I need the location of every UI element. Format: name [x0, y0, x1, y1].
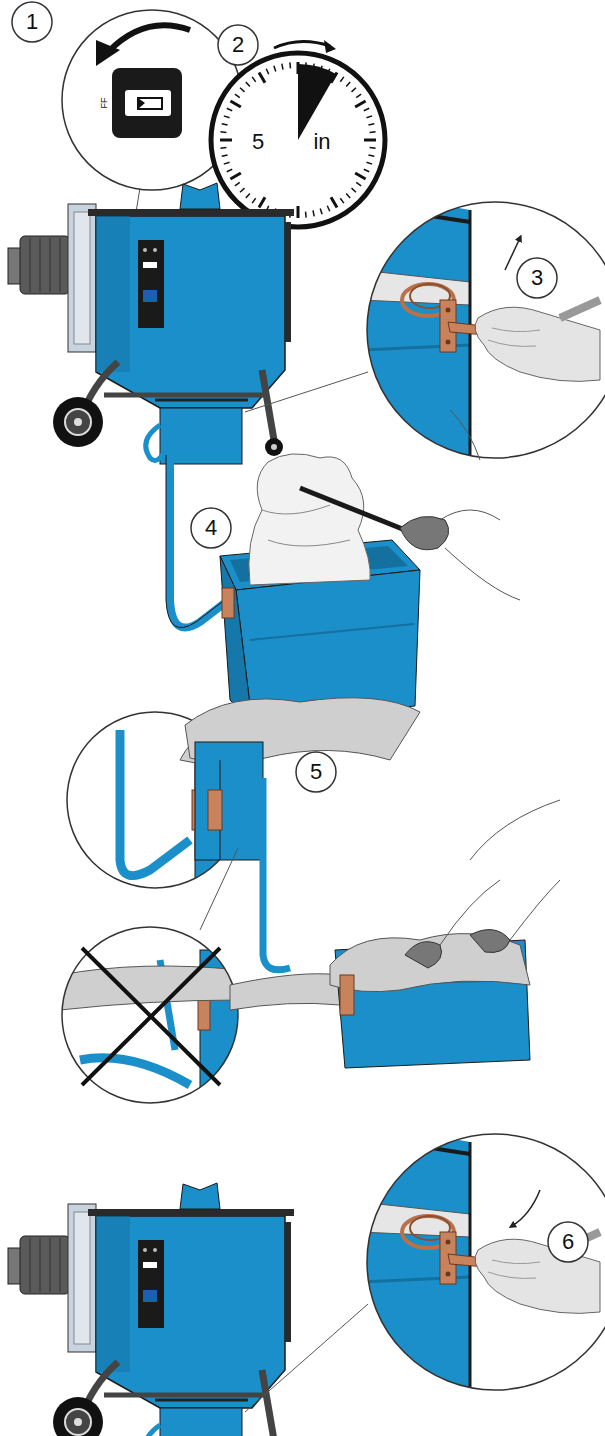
clock-tick	[235, 94, 240, 98]
clock-tick	[366, 162, 372, 164]
clock-tick	[352, 188, 356, 192]
clock-tick	[364, 108, 369, 110]
clock-tick	[227, 169, 232, 171]
clock-tick	[227, 108, 232, 110]
clock-tick	[220, 139, 232, 142]
step-three-latch-zoom	[245, 190, 605, 480]
clock-tick	[224, 116, 230, 118]
clock-tick	[224, 162, 230, 164]
clock-tick	[368, 124, 374, 125]
clock-tick	[364, 139, 376, 142]
clock-tick	[355, 173, 365, 179]
clock-tick	[364, 169, 369, 171]
clock-tick	[346, 194, 350, 198]
clock-tick	[366, 116, 372, 118]
clock-tick	[240, 188, 244, 192]
clock-tick	[305, 212, 307, 218]
clock-tick	[230, 101, 240, 107]
clock-tick	[370, 131, 376, 133]
clock-tick	[220, 147, 226, 149]
clock-tick	[340, 77, 344, 82]
callout-number: 3	[531, 267, 543, 289]
callout-number: 2	[232, 34, 244, 56]
step-six-latch-zoom	[245, 1122, 605, 1412]
clock-tick	[340, 198, 344, 203]
clock-tick	[370, 147, 376, 149]
clock-tick	[356, 182, 361, 186]
clock-tick	[246, 82, 250, 86]
clock-tick	[259, 72, 265, 82]
clock-tick	[313, 210, 314, 216]
clock-tick	[220, 131, 226, 133]
clock-tick	[246, 194, 250, 198]
clock-tick	[252, 77, 256, 82]
clock-tick	[352, 88, 356, 92]
clock-tick	[230, 173, 240, 179]
step-two-timer	[211, 40, 385, 227]
step-five-new-bag	[60, 698, 560, 1105]
clock-tick	[331, 197, 337, 207]
callout-number: 1	[26, 11, 38, 33]
dust-extractor	[8, 1183, 294, 1436]
callout-number: 5	[310, 761, 322, 783]
clock-tick	[297, 206, 300, 218]
timer-number: 5	[252, 131, 264, 153]
clock-tick	[235, 182, 240, 186]
clock-tick	[327, 206, 329, 211]
clock-tick	[266, 69, 268, 74]
clock-tick	[282, 64, 283, 70]
clock-ticks	[220, 62, 376, 218]
step-four-bag-removal	[166, 410, 520, 722]
clock-tick	[222, 155, 228, 156]
clock-tick	[274, 66, 276, 72]
clock-tick	[346, 82, 350, 86]
clock-tick	[222, 124, 228, 125]
clock-tick	[252, 198, 256, 203]
dust-extractor	[8, 183, 294, 464]
clock-tick	[355, 101, 365, 107]
switch-marking: FF	[100, 98, 109, 109]
clock-tick	[289, 62, 291, 68]
callout-number: 6	[562, 1231, 574, 1253]
clock-tick	[240, 88, 244, 92]
callout-circles	[12, 2, 588, 1262]
clock-tick	[356, 94, 361, 98]
timer-unit: in	[313, 131, 330, 153]
callout-number: 4	[205, 517, 217, 539]
clock-tick	[320, 208, 322, 214]
clock-tick	[368, 155, 374, 156]
clock-tick	[259, 197, 265, 207]
